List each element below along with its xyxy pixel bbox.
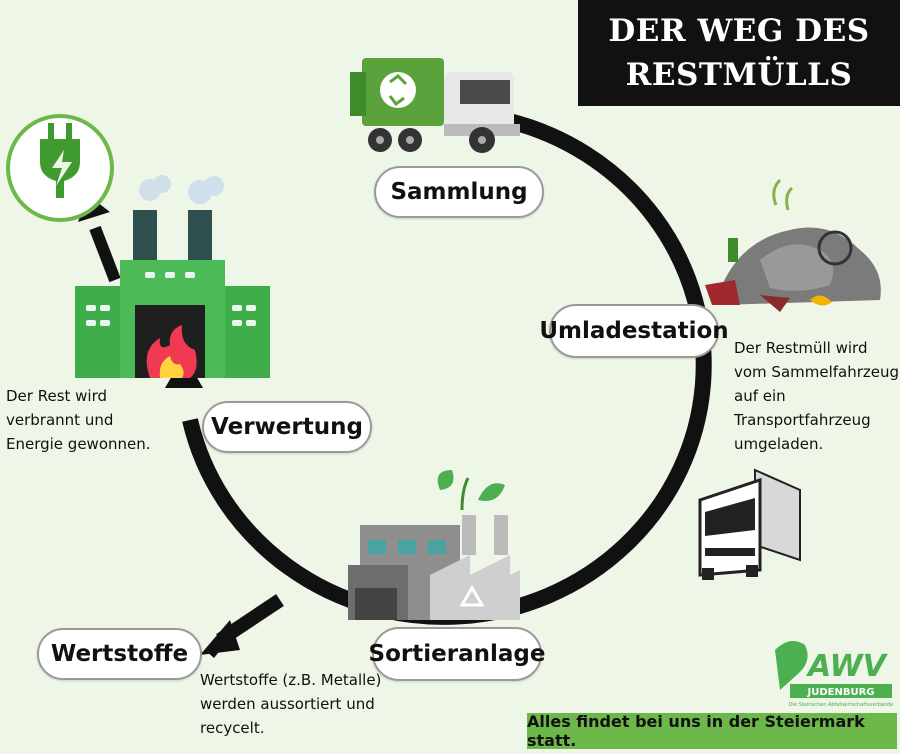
desc-line: auf ein <box>734 387 786 405</box>
footer-banner: Alles findet bei uns in der Steiermark s… <box>527 712 897 750</box>
desc-line: verbrannt und <box>6 411 114 429</box>
page-title: DER WEG DES RESTMÜLLS <box>578 0 900 106</box>
sorting-plant-icon <box>348 470 520 620</box>
desc-line: Der Restmüll wird <box>734 339 868 357</box>
cycle-arrow <box>182 112 712 625</box>
logo-name: AWV <box>806 649 889 684</box>
desc-line: recycelt. <box>200 719 265 737</box>
desc-line: Energie gewonnen. <box>6 435 151 453</box>
logo-tagline: Die Steirischen Abfallwirtschaftsverbänd… <box>789 702 894 708</box>
waste-pile-icon <box>705 178 881 312</box>
garbage-truck-icon <box>350 58 520 153</box>
stage-verwertung: Verwertung <box>202 401 372 453</box>
desc-line: vom Sammelfahrzeug <box>734 363 900 381</box>
stage-sammlung: Sammlung <box>374 166 544 218</box>
desc-line: umgeladen. <box>734 435 824 453</box>
title-line-1: DER WEG DES <box>608 13 870 49</box>
desc-umladestation: Der Restmüll wird vom Sammelfahrzeug auf… <box>734 336 899 456</box>
desc-line: Wertstoffe (z.B. Metalle) <box>200 671 382 689</box>
stage-sortieranlage: Sortieranlage <box>369 627 545 681</box>
power-plug-icon <box>6 114 114 222</box>
incineration-plant-icon <box>75 175 270 378</box>
desc-verwertung: Der Rest wird verbrannt und Energie gewo… <box>6 384 151 456</box>
stage-wertstoffe: Wertstoffe <box>37 628 202 680</box>
desc-line: Transportfahrzeug <box>734 411 871 429</box>
title-line-2: RESTMÜLLS <box>625 57 853 93</box>
desc-line: Der Rest wird <box>6 387 108 405</box>
energy-arrow <box>89 225 121 283</box>
desc-wertstoffe: Wertstoffe (z.B. Metalle) werden aussort… <box>200 668 381 740</box>
transport-truck-icon <box>698 468 801 580</box>
awv-logo: AWV JUDENBURG Die Steirischen Abfallwirt… <box>775 641 893 708</box>
stage-umladestation: Umladestation <box>539 304 729 358</box>
logo-sub: JUDENBURG <box>807 687 875 698</box>
desc-line: werden aussortiert und <box>200 695 375 713</box>
